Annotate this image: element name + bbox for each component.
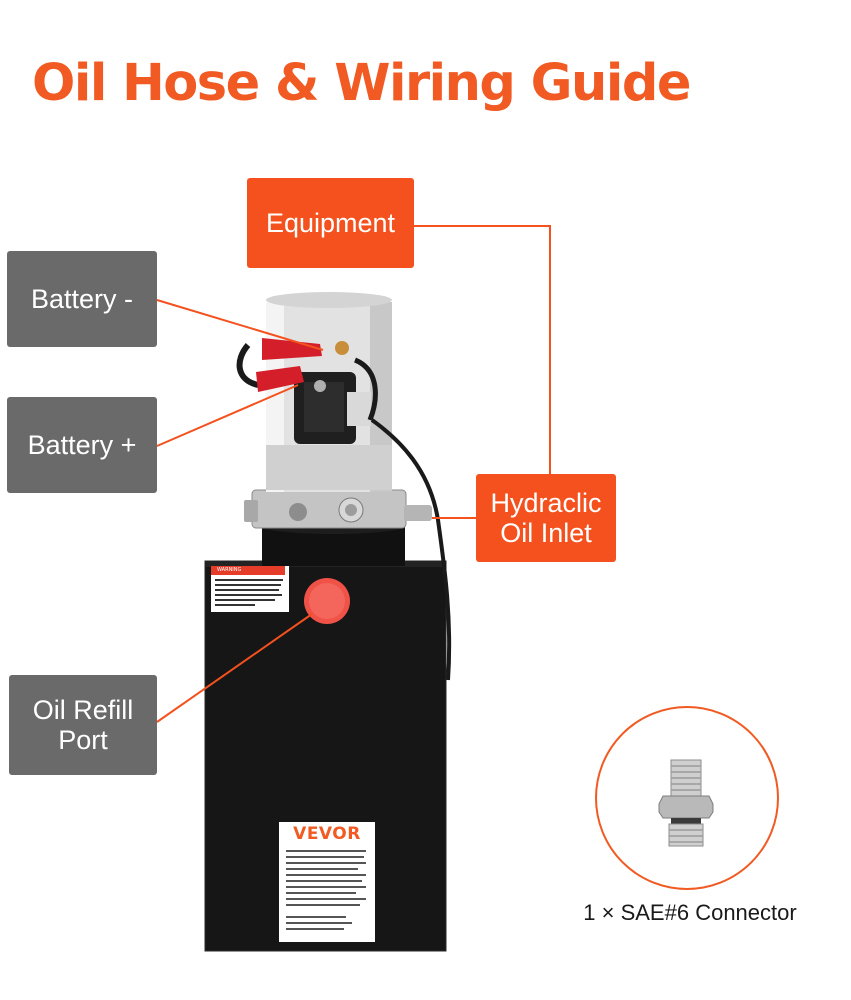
- connector-caption: 1 × SAE#6 Connector: [583, 900, 797, 925]
- warning-label: WARNING: [211, 566, 285, 575]
- nameplate-text-lines: [286, 850, 366, 930]
- battery-minus-leader-line: [156, 299, 324, 351]
- battery-minus-terminal: [262, 338, 322, 360]
- warning-text-lines: [215, 579, 283, 606]
- equipment-callout: Equipment: [247, 178, 414, 268]
- sae6-connector-icon: [658, 759, 714, 847]
- equipment-leader-line: [414, 225, 551, 474]
- battery-minus-callout: Battery -: [7, 251, 157, 347]
- battery-plus-leader-line: [156, 384, 299, 447]
- oil-refill-line2: Port: [58, 725, 108, 755]
- hydraulic-inlet-line1: Hydraclic: [490, 487, 602, 518]
- power-cable: [370, 418, 452, 681]
- oil-refill-callout: Oil Refill Port: [9, 675, 157, 775]
- hydraulic-inlet-callout: Hydraclic Oil Inlet: [476, 474, 616, 562]
- battery-plus-terminal: [256, 366, 304, 392]
- hydraulic-inlet-line2: Oil Inlet: [500, 518, 592, 548]
- oil-refill-leader-line: [156, 613, 313, 723]
- page-title: Oil Hose & Wiring Guide: [32, 54, 691, 113]
- battery-plus-callout: Battery +: [7, 397, 157, 493]
- connector-inset-circle: [595, 706, 779, 890]
- brand-logo: VEVOR: [293, 824, 361, 844]
- oil-refill-line1: Oil Refill: [32, 694, 134, 725]
